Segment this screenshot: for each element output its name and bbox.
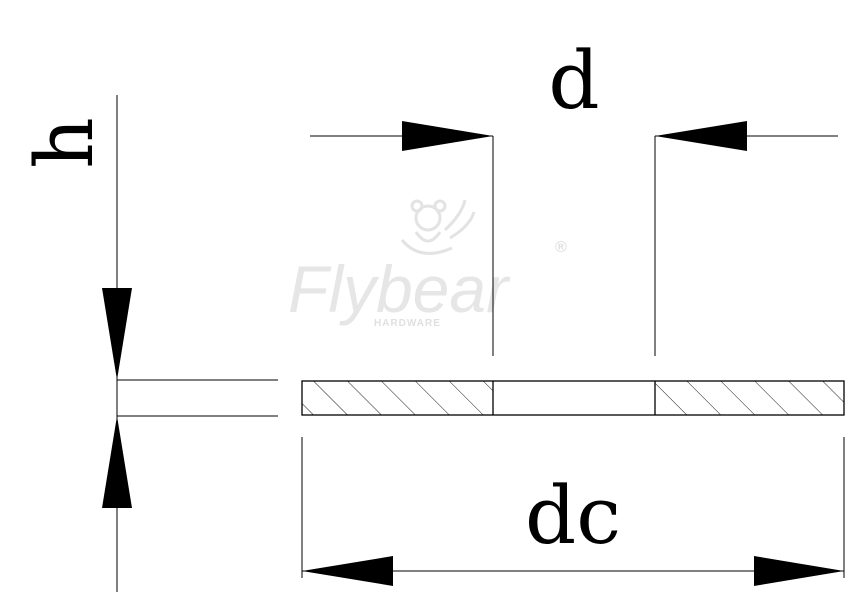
washer-outline xyxy=(301,380,845,416)
dimension-h xyxy=(102,95,278,592)
bear-logo-icon xyxy=(400,199,476,255)
arrow-h-bottom xyxy=(102,416,132,508)
label-h: h xyxy=(18,117,111,169)
arrow-dc-right xyxy=(754,556,844,586)
watermark-registered-mark: ® xyxy=(555,239,567,256)
label-d: d xyxy=(548,34,599,127)
watermark-brand: Flybear xyxy=(288,252,511,326)
dimension-d xyxy=(310,121,838,356)
hatch-right xyxy=(655,381,844,415)
hatch-left xyxy=(302,381,493,415)
watermark-sub: HARDWARE xyxy=(374,318,441,329)
watermark: Flybear HARDWARE ® xyxy=(288,199,567,329)
washer-section xyxy=(301,380,845,416)
arrow-d-right xyxy=(655,121,747,151)
arrow-dc-left xyxy=(302,556,393,586)
arrow-h-top xyxy=(102,288,132,380)
arrow-d-left xyxy=(402,121,493,151)
label-dc: dc xyxy=(525,469,621,562)
dimension-dc xyxy=(301,437,845,586)
